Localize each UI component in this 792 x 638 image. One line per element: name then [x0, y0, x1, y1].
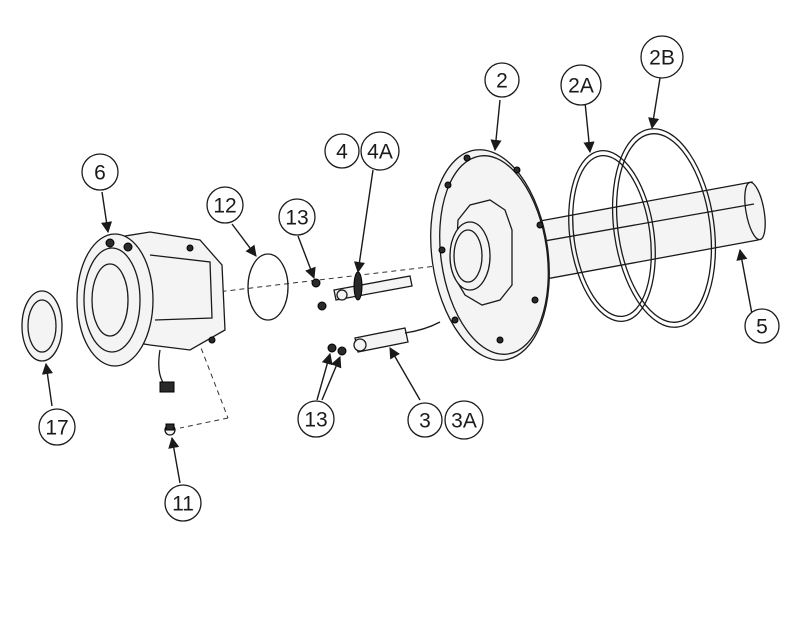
- part-3-ignitor: [353, 321, 441, 353]
- callout-13-bottom: 13: [297, 400, 335, 438]
- leader-6: [100, 191, 113, 234]
- callout-3: 3: [407, 402, 443, 438]
- callout-12-label: 12: [213, 195, 236, 218]
- callout-6-label: 6: [94, 162, 106, 185]
- part-12-gasket: [247, 253, 289, 321]
- callout-12: 12: [206, 186, 244, 224]
- leader-11: [168, 436, 181, 484]
- callout-2a-label: 2A: [568, 75, 594, 98]
- leader-2b: [648, 77, 661, 130]
- screw-11-path-line: [197, 339, 229, 419]
- callout-13-top: 13: [278, 198, 316, 236]
- callout-4a: 4A: [360, 131, 400, 171]
- part-2-flange: [430, 149, 550, 361]
- callout-5-label: 5: [756, 316, 768, 339]
- part-6-housing: [76, 231, 226, 393]
- leader-17: [41, 362, 53, 407]
- callout-3a-label: 3A: [451, 410, 477, 433]
- part-13-screws-top: [311, 278, 327, 311]
- callout-3a: 3A: [444, 400, 484, 440]
- leader-13-bottom-b: [321, 355, 342, 401]
- leader-13-top: [297, 235, 316, 280]
- part-17-plate: [21, 290, 63, 362]
- part-2a-ring: [568, 149, 656, 323]
- callout-2-label: 2: [496, 70, 508, 93]
- leader-5: [736, 248, 753, 315]
- callout-4: 4: [324, 133, 360, 169]
- callout-2a: 2A: [560, 64, 602, 106]
- part-13-screws-bottom: [327, 343, 347, 356]
- callout-11: 11: [164, 484, 202, 522]
- callout-5: 5: [744, 308, 780, 344]
- callout-11-label: 11: [172, 493, 194, 516]
- callout-4-label: 4: [336, 141, 348, 164]
- leader-12: [231, 223, 257, 257]
- callout-17: 17: [38, 408, 76, 446]
- leader-2: [490, 99, 502, 152]
- callout-13-bottom-label: 13: [304, 409, 327, 432]
- leader-3: [389, 347, 421, 401]
- callout-3-label: 3: [419, 410, 431, 433]
- callout-2b-label: 2B: [649, 47, 675, 70]
- callout-13-top-label: 13: [285, 207, 308, 230]
- part-11-screw: [164, 423, 176, 436]
- callout-17-label: 17: [45, 417, 68, 440]
- leader-13-bottom-a: [316, 352, 333, 401]
- callout-2b: 2B: [640, 35, 684, 79]
- part-2b-ring-inner: [615, 133, 713, 323]
- callout-4a-label: 4A: [367, 141, 393, 164]
- leader-2a: [583, 101, 595, 154]
- callout-6: 6: [81, 153, 119, 191]
- part-2a-ring-inner: [572, 154, 652, 318]
- leader-4a: [353, 169, 374, 274]
- callout-2: 2: [484, 62, 520, 98]
- part-4-electrode: [333, 271, 413, 301]
- screw-11-path-line-2: [179, 417, 229, 429]
